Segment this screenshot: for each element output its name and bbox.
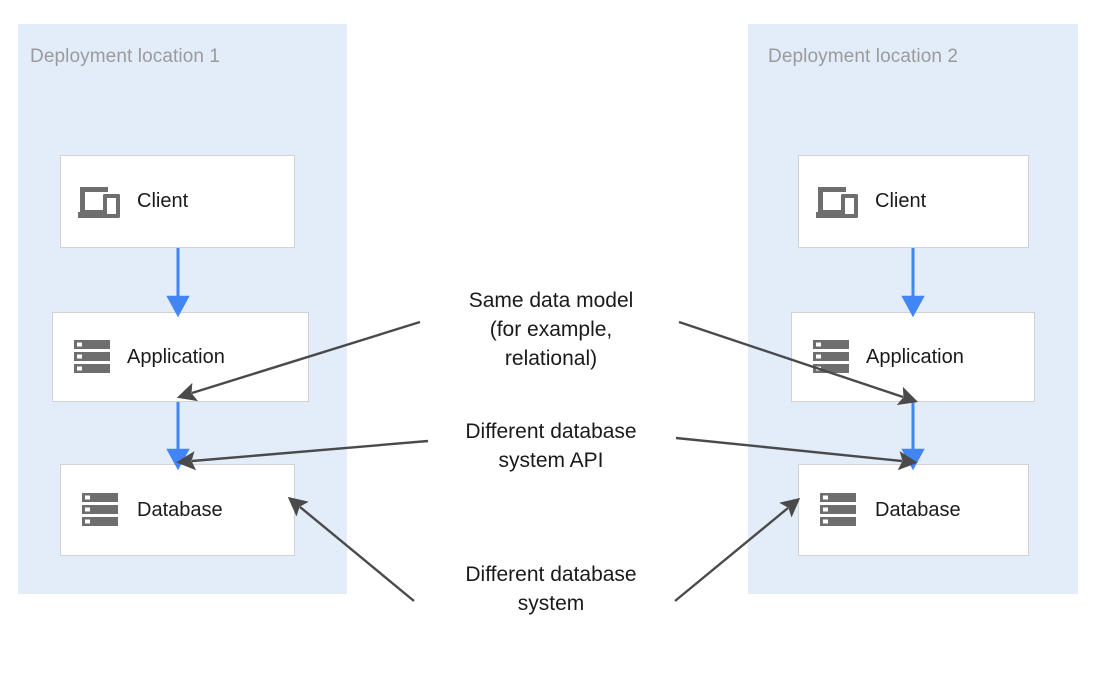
server-icon	[815, 487, 861, 533]
callout-different-database-system-api: Different database system API	[465, 420, 637, 472]
node-application-location-2-label: Application	[866, 345, 964, 368]
node-client-location-2-label: Client	[875, 190, 927, 212]
server-icon	[77, 487, 123, 533]
node-client-location-1[interactable]: Client	[60, 155, 295, 248]
node-client-location-2[interactable]: Client	[798, 155, 1029, 248]
node-client-location-1-label: Client	[137, 190, 189, 212]
deployment-zone-1-title: Deployment location 1	[30, 46, 221, 67]
devices-icon	[77, 179, 123, 225]
server-icon	[808, 334, 854, 380]
node-application-location-1-label: Application	[127, 345, 225, 368]
node-application-location-1[interactable]: Application	[52, 312, 309, 402]
node-database-location-1[interactable]: Database	[60, 464, 295, 556]
server-icon	[69, 334, 115, 380]
node-database-location-2-label: Database	[875, 498, 961, 521]
deployment-zone-2-title: Deployment location 2	[768, 46, 959, 67]
node-database-location-2[interactable]: Database	[798, 464, 1029, 556]
node-application-location-2[interactable]: Application	[791, 312, 1035, 402]
node-database-location-1-label: Database	[137, 498, 223, 521]
callout-same-data-model: Same data model (for example, relational…	[468, 289, 634, 370]
devices-icon	[815, 179, 861, 225]
callout-different-database-system: Different database system	[465, 563, 637, 615]
